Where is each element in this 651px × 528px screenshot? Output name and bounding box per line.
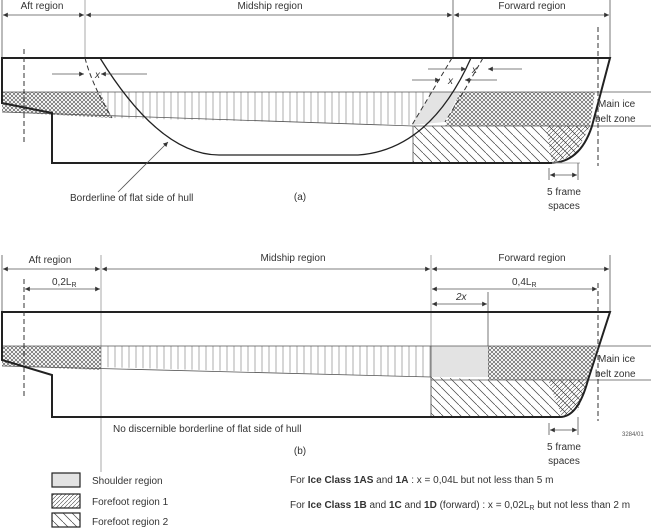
aft-region-label: Aft region <box>21 1 64 12</box>
forward-belt-hatch <box>445 92 595 126</box>
region-dimensions: Aft region Midship region Forward region <box>1 0 611 60</box>
flat-side-borderline <box>99 57 472 156</box>
x-label: x <box>447 76 454 87</box>
midship-belt-hatch <box>100 92 432 125</box>
frame-spaces-label: spaces <box>548 456 580 467</box>
legend-swatch-shoulder <box>51 472 81 488</box>
shoulder-region <box>431 346 488 377</box>
legend-label: Forefoot region 1 <box>92 497 169 508</box>
figure-id: 3284/01 <box>622 432 644 438</box>
frame-spaces-label: 5 frame <box>547 442 581 453</box>
diagram-b: Aft region Midship region Forward region… <box>1 253 651 472</box>
note-ice-class-1b-1c-1d: For Ice Class 1B and 1C and 1D (forward)… <box>290 500 630 512</box>
frame-spaces-label: 5 frame <box>547 187 581 198</box>
hull-outline <box>1 311 612 418</box>
forward-length-label: 0,4LR <box>512 277 537 289</box>
midship-belt-hatch <box>101 346 431 377</box>
aft-region-label: Aft region <box>29 255 72 266</box>
main-ice-belt-label: belt zone <box>595 114 636 125</box>
midship-region-label: Midship region <box>237 1 302 12</box>
aft-belt-hatch <box>2 346 101 370</box>
no-borderline-label: No discernible borderline of flat side o… <box>113 424 301 435</box>
frame-spaces-label: spaces <box>548 201 580 212</box>
x-label: x <box>94 70 101 81</box>
forefoot-region-1 <box>548 380 588 417</box>
main-ice-belt-label: Main ice <box>598 354 636 365</box>
legend-label: Shoulder region <box>92 476 163 487</box>
hull-outline <box>1 57 612 164</box>
forefoot-region-2 <box>413 126 590 163</box>
forefoot-region-1 <box>546 126 590 163</box>
caption-a: (a) <box>294 192 306 203</box>
shoulder-length-label: 2x <box>455 292 468 303</box>
borderline-label: Borderline of flat side of hull <box>70 193 193 204</box>
note-ice-class-1as-1a: For Ice Class 1AS and 1A : x = 0,04L but… <box>290 475 553 486</box>
diagram-a: Aft region Midship region Forward region… <box>1 0 651 212</box>
legend: Shoulder region Forefoot region 1 Forefo… <box>51 472 169 528</box>
aft-belt-hatch <box>2 92 112 118</box>
forward-belt-hatch <box>488 346 597 380</box>
forward-region-label: Forward region <box>498 1 565 12</box>
caption-b: (b) <box>294 446 306 457</box>
legend-swatch-forefoot-1 <box>51 493 81 509</box>
x-label: x <box>471 65 478 76</box>
main-ice-belt-label: belt zone <box>595 369 636 380</box>
forward-region-label: Forward region <box>498 253 565 264</box>
legend-swatch-forefoot-2 <box>51 512 81 528</box>
aft-length-label: 0,2LR <box>52 277 77 289</box>
notes: For Ice Class 1AS and 1A : x = 0,04L but… <box>290 475 630 512</box>
midship-region-label: Midship region <box>260 253 325 264</box>
forefoot-region-2 <box>431 377 588 417</box>
legend-label: Forefoot region 2 <box>92 517 169 528</box>
main-ice-belt-label: Main ice <box>598 99 636 110</box>
